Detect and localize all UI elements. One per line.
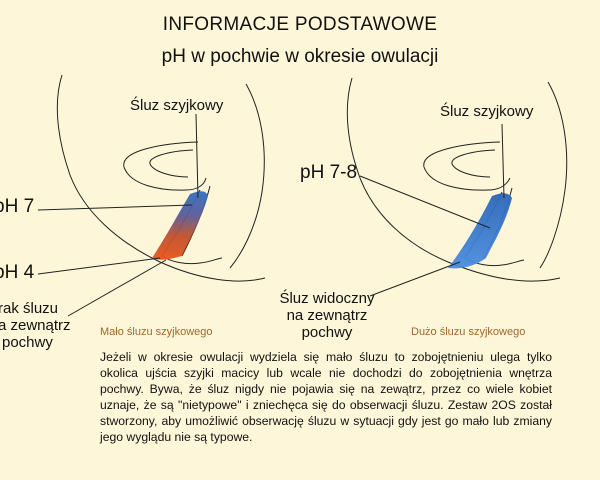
- right-mucus-fill: [448, 193, 512, 269]
- right-front-curve: [539, 81, 568, 269]
- left-leader-mucus: [195, 113, 199, 199]
- right-label-mucus: Śluz szyjkowy: [440, 103, 534, 120]
- left-back-curve: [56, 74, 266, 282]
- right-leader-lines: [359, 123, 505, 297]
- left-leader-ph4: [37, 257, 161, 275]
- left-label-ph7: pH 7: [0, 196, 35, 217]
- right-leader-visible: [369, 261, 461, 297]
- left-label-absent-line3: pochwy: [2, 334, 53, 351]
- right-uterus-outline: [423, 141, 511, 191]
- right-label-ph: pH 7-8: [300, 162, 358, 183]
- page-subtitle: pH w pochwie w okresie owulacji: [161, 46, 439, 67]
- left-front-curve: [229, 83, 265, 269]
- right-leader-mucus: [501, 123, 505, 199]
- description-paragraph: Jeżeli w okresie owulacji wydziela się m…: [100, 350, 552, 444]
- left-label-mucus: Śluz szyjkowy: [130, 97, 224, 114]
- left-label-absent-line2: a zewnątrz: [0, 317, 71, 334]
- right-label-visible-line3: pochwy: [301, 324, 353, 341]
- left-mucus-fill: [152, 191, 208, 260]
- left-label-absent-line1: rak śluzu: [0, 300, 59, 317]
- left-leader-ph7: [37, 204, 193, 211]
- left-caption: Mało śluzu szyjkowego: [100, 326, 213, 338]
- right-uterus-inner: [451, 149, 496, 178]
- left-uterus-inner: [149, 149, 194, 178]
- right-back-curve: [346, 77, 561, 282]
- right-label-visible-line1: Śluz widoczny: [279, 290, 375, 307]
- left-uterus-outline: [123, 141, 207, 191]
- left-label-ph4: pH 4: [0, 262, 35, 283]
- left-label-absent: rak śluzu a zewnątrz pochwy: [0, 300, 71, 351]
- right-leader-ph: [359, 175, 491, 229]
- left-leader-absent: [67, 259, 167, 317]
- page-title: INFORMACJE PODSTAWOWE: [162, 14, 438, 35]
- left-leader-lines: [37, 113, 199, 317]
- right-caption: Dużo śluzu szyjkowego: [411, 326, 526, 338]
- right-label-visible: Śluz widoczny na zewnątrz pochwy: [262, 290, 392, 341]
- right-label-visible-line2: na zewnątrz: [286, 307, 368, 324]
